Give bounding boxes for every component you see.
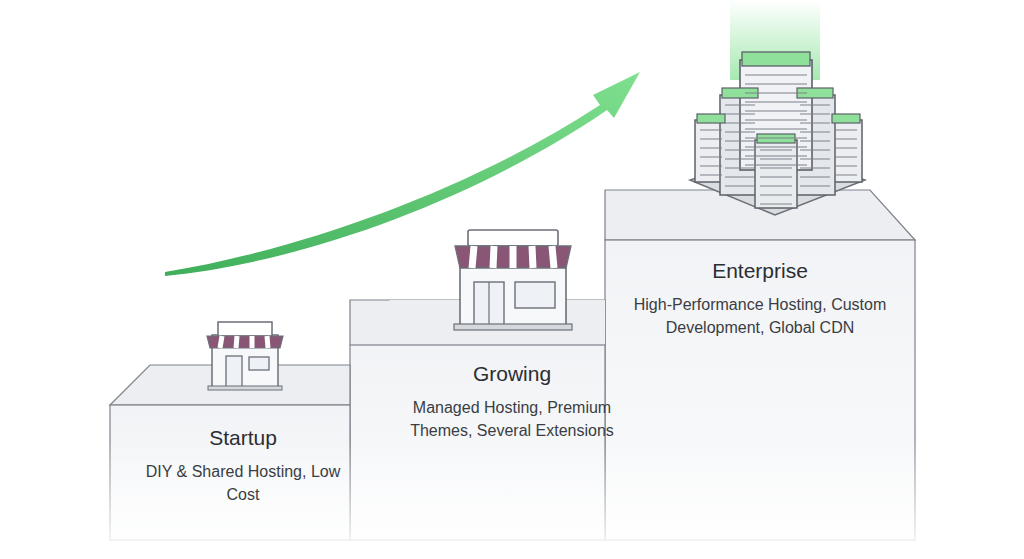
step-title: Startup: [138, 425, 348, 450]
server-cluster-icon: [690, 0, 865, 215]
step-description: DIY & Shared Hosting, Low Cost: [138, 460, 348, 506]
step-title: Growing: [402, 361, 622, 386]
store-icon: [454, 230, 572, 330]
step-box: EnterpriseHigh-Performance Hosting, Cust…: [615, 258, 905, 340]
step-title: Enterprise: [615, 258, 905, 283]
step-box: GrowingManaged Hosting, Premium Themes, …: [402, 361, 622, 443]
small-shop-icon: [207, 322, 283, 390]
step-description: High-Performance Hosting, Custom Develop…: [615, 293, 905, 339]
step-description: Managed Hosting, Premium Themes, Several…: [402, 396, 622, 442]
step-box: StartupDIY & Shared Hosting, Low Cost: [138, 425, 348, 507]
